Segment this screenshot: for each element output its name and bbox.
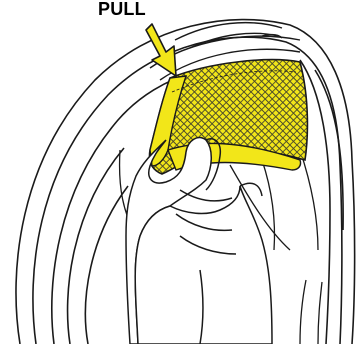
hand [126, 138, 272, 344]
comfort-pad [150, 60, 308, 174]
pull-label: PULL [98, 0, 146, 20]
